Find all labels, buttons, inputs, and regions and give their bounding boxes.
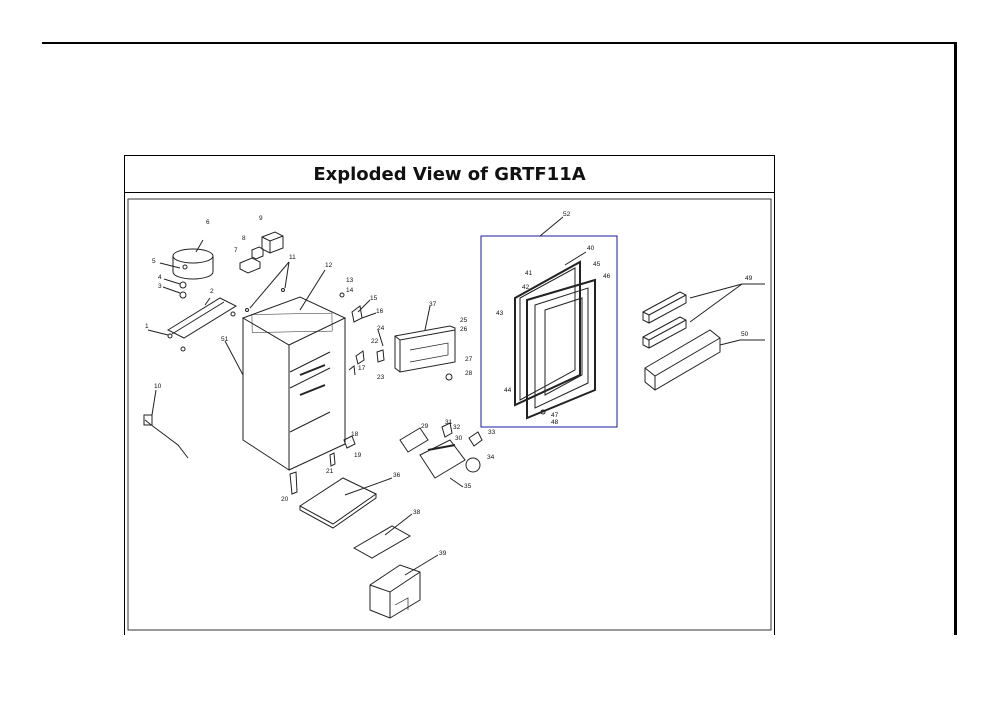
door-assembly — [480, 216, 618, 428]
evaporator-rail — [394, 305, 456, 381]
part-label-18: 18 — [351, 431, 359, 438]
screw — [147, 329, 173, 339]
part-label-39: 39 — [439, 550, 447, 557]
part-label-49: 49 — [745, 275, 753, 282]
part-label-22: 22 — [371, 338, 379, 345]
part-label-7: 7 — [234, 247, 238, 254]
diagram-title: Exploded View of GRTF11A — [313, 163, 586, 185]
part-label-28: 28 — [465, 370, 473, 377]
cabinet — [224, 269, 347, 471]
base-plate — [166, 297, 238, 352]
part-label-8: 8 — [242, 235, 246, 242]
part-label-23: 23 — [377, 374, 385, 381]
bottle-shelf — [644, 329, 765, 391]
part-label-30: 30 — [455, 435, 463, 442]
part-label-50: 50 — [741, 331, 749, 338]
part-label-31: 31 — [445, 419, 453, 426]
part-label-46: 46 — [603, 273, 611, 280]
part-label-9: 9 — [259, 215, 263, 222]
part-label-26: 26 — [460, 326, 468, 333]
cabinet-screws — [245, 261, 290, 312]
crisper-drawer — [369, 554, 439, 619]
part-label-44: 44 — [504, 387, 512, 394]
part-label-10: 10 — [154, 383, 162, 390]
part-label-48: 48 — [551, 419, 559, 426]
part-label-47: 47 — [551, 412, 559, 419]
compressor — [172, 239, 214, 280]
part-label-11: 11 — [289, 254, 296, 261]
part-label-3: 3 — [158, 283, 162, 290]
drawing-inner-frame — [127, 198, 772, 631]
top-border-line — [42, 42, 956, 44]
part-label-34: 34 — [487, 454, 495, 461]
part-label-33: 33 — [488, 429, 496, 436]
part-label-15: 15 — [370, 295, 378, 302]
door-shelves — [642, 283, 765, 349]
part-label-21: 21 — [326, 468, 334, 475]
crisper-cover — [352, 513, 413, 559]
part-label-6: 6 — [206, 219, 210, 226]
part-number-labels: 1234567891011121314151617181920212223242… — [145, 211, 753, 557]
part-label-51: 51 — [221, 336, 229, 343]
part-label-16: 16 — [376, 308, 384, 315]
lamp-assembly — [399, 422, 483, 488]
right-border-line — [954, 42, 957, 635]
part-label-20: 20 — [281, 496, 289, 503]
part-label-41: 41 — [525, 270, 533, 277]
part-label-38: 38 — [413, 509, 421, 516]
part-label-1: 1 — [145, 323, 149, 330]
title-cell: Exploded View of GRTF11A — [125, 156, 774, 193]
part-label-29: 29 — [421, 423, 429, 430]
part-label-13: 13 — [346, 277, 354, 284]
compressor-fittings — [159, 262, 188, 299]
part-label-5: 5 — [152, 258, 156, 265]
part-label-43: 43 — [496, 310, 504, 317]
part-label-25: 25 — [460, 317, 468, 324]
part-label-14: 14 — [346, 287, 354, 294]
part-label-45: 45 — [593, 261, 601, 268]
part-label-37: 37 — [429, 301, 437, 308]
diagram-frame: Exploded View of GRTF11A — [124, 155, 775, 635]
part-label-32: 32 — [453, 424, 461, 431]
power-cord — [143, 389, 189, 459]
part-label-42: 42 — [522, 284, 530, 291]
part-label-17: 17 — [358, 365, 366, 372]
part-label-4: 4 — [158, 274, 162, 281]
thermostat-parts — [289, 292, 385, 495]
part-label-35: 35 — [464, 483, 472, 490]
part-label-36: 36 — [393, 472, 401, 479]
part-label-27: 27 — [465, 356, 473, 363]
part-label-40: 40 — [587, 245, 595, 252]
part-label-24: 24 — [377, 325, 385, 332]
part-label-52: 52 — [563, 211, 571, 218]
part-label-12: 12 — [325, 262, 333, 269]
part-label-2: 2 — [210, 288, 214, 295]
part-label-19: 19 — [354, 452, 362, 459]
relay-box — [239, 231, 284, 274]
crisper-shelf — [299, 477, 393, 529]
